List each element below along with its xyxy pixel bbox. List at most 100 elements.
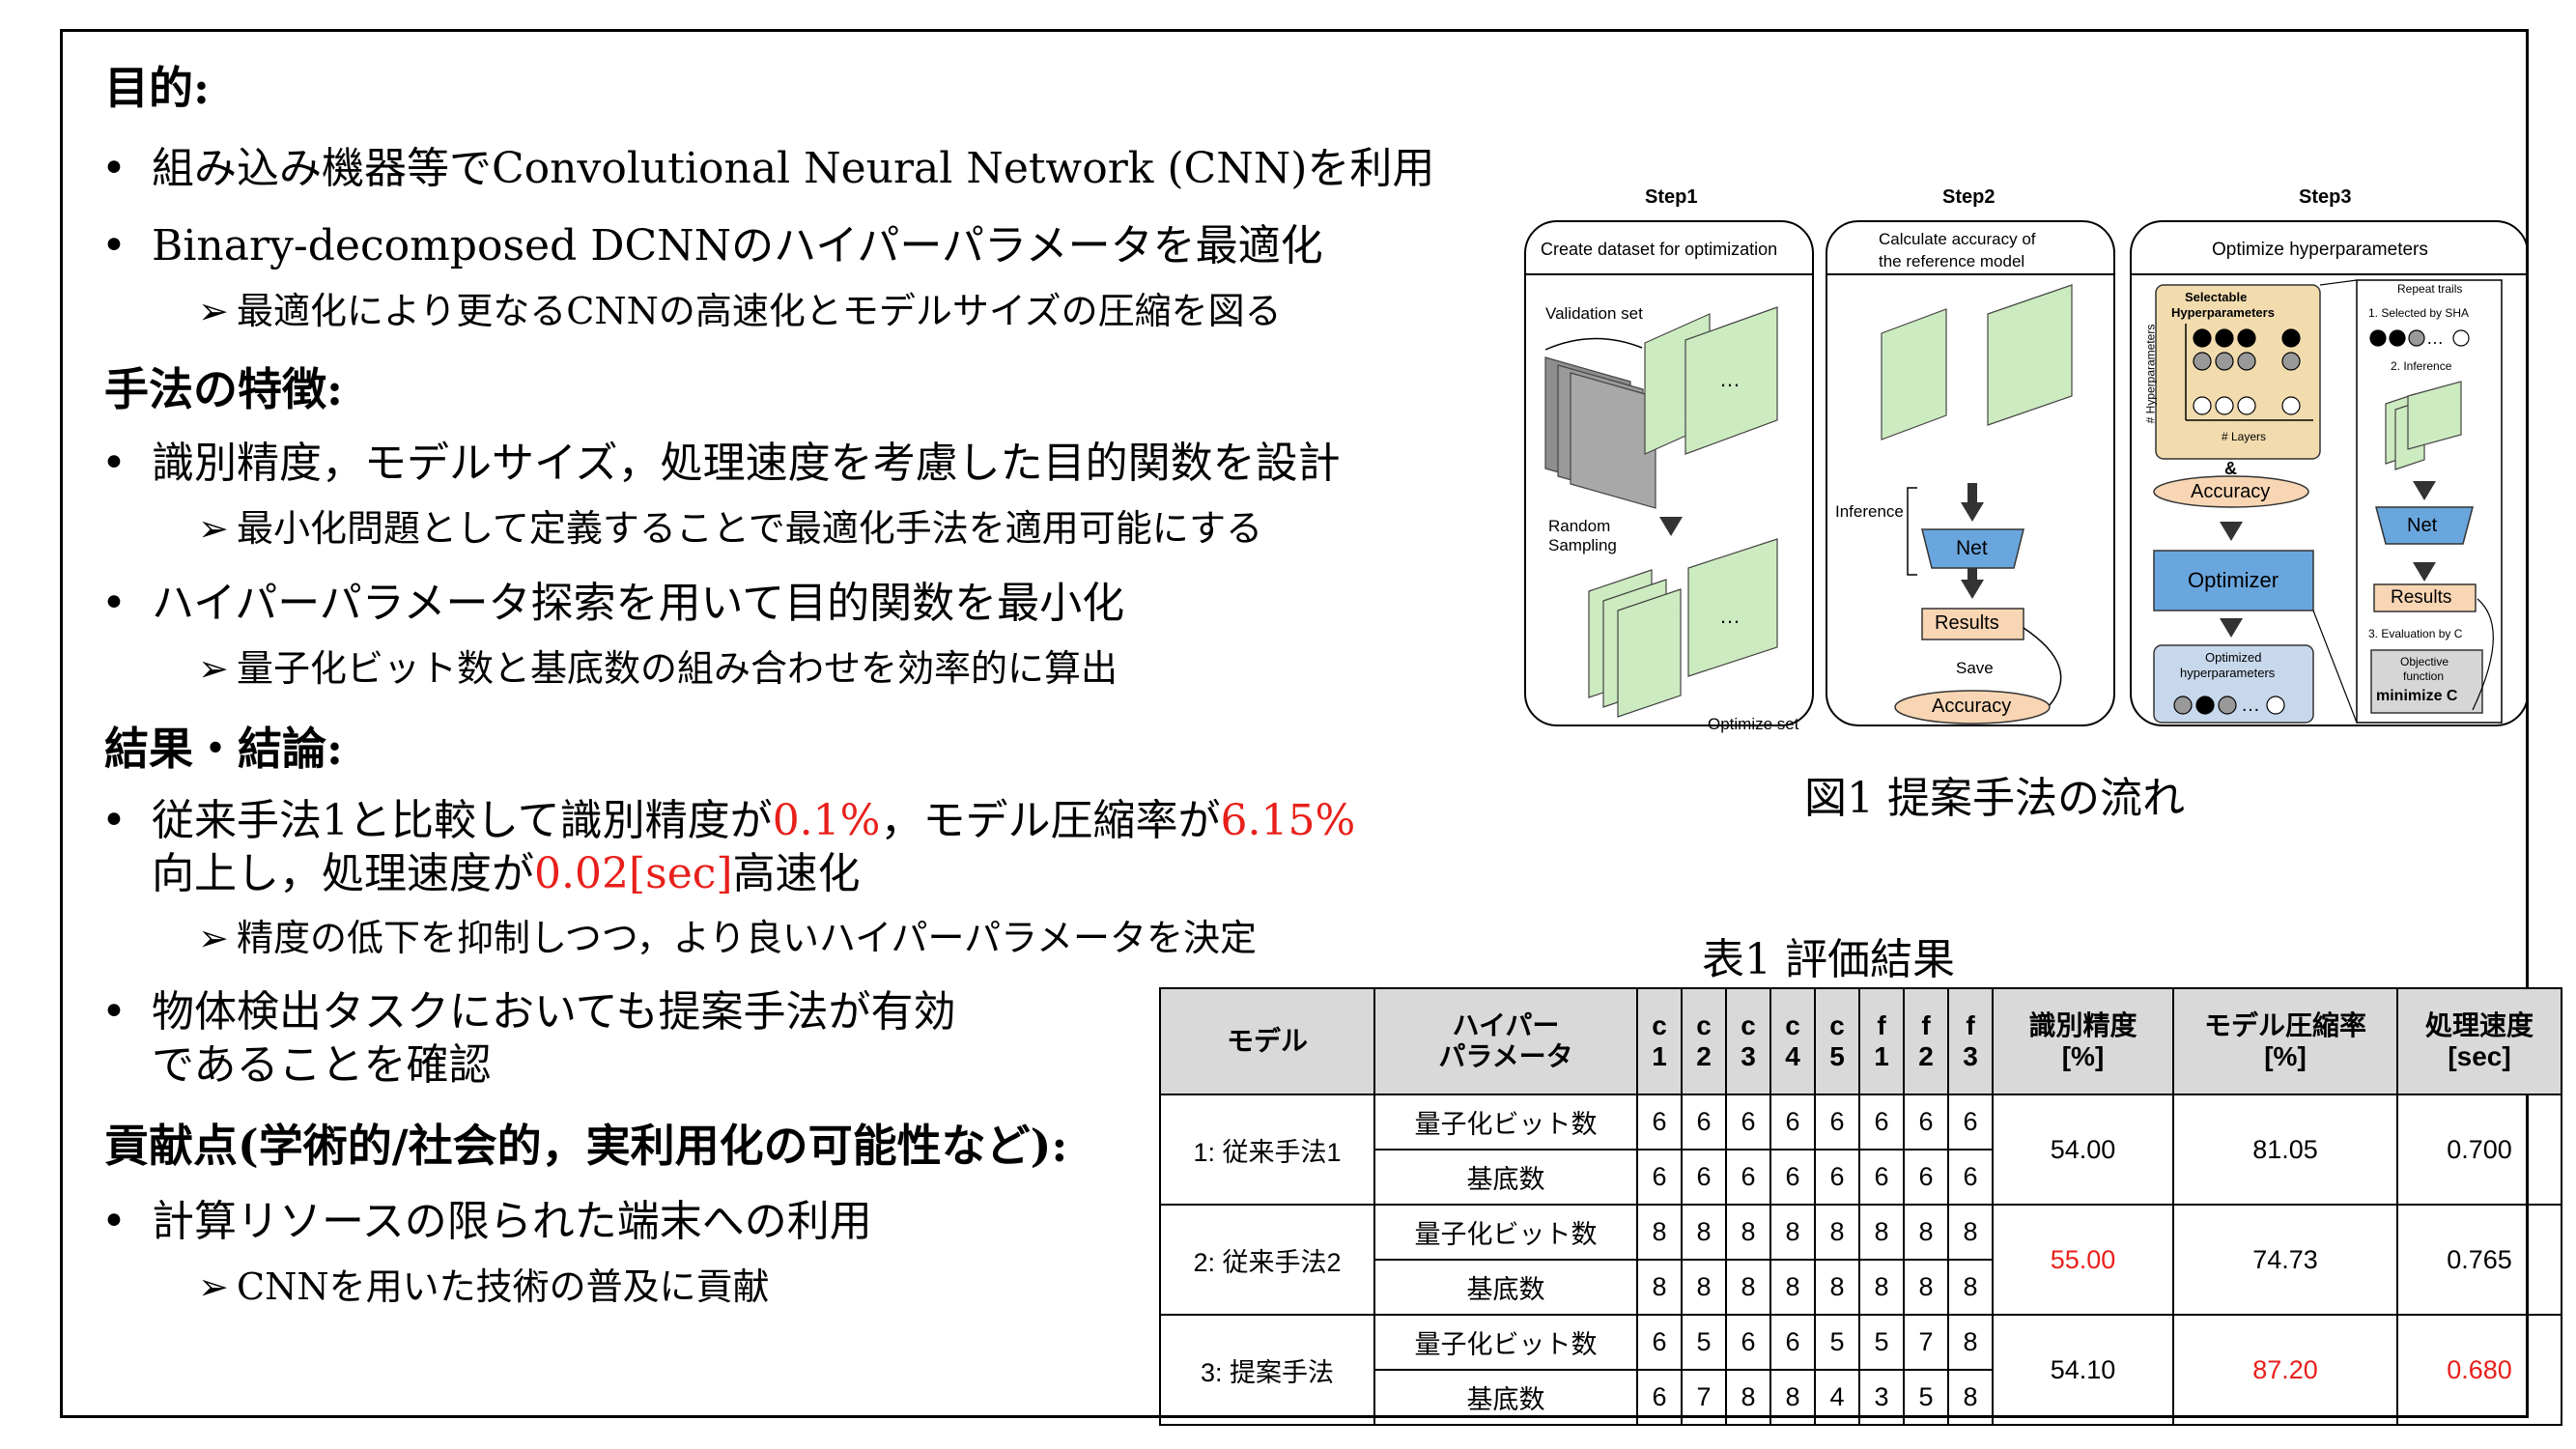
digit-cell: 8: [1814, 1259, 1860, 1316]
digit-cell: 6: [1636, 1094, 1683, 1151]
digit-cell: 6: [1769, 1314, 1816, 1371]
sub-method-2: ➢量子化ビット数と基底数の組み合わせを効率的に算出: [198, 650, 1118, 687]
step2-results: Results: [1935, 612, 1999, 634]
svg-text:…: …: [2241, 695, 2260, 716]
layers-axis-label: # Layers: [2222, 430, 2267, 443]
digit-cell: 8: [1769, 1259, 1816, 1316]
digit-cell: 8: [1681, 1204, 1727, 1261]
optimized-label-1: Optimized: [2205, 650, 2262, 665]
bullet-result-1-cont: 向上し，処理速度が0.02[sec]高速化: [152, 849, 861, 899]
green-sheets: [1588, 284, 2462, 718]
inference-step-label: 2. Inference: [2391, 359, 2452, 373]
bullet-result-2: • 物体検出タスクにおいても提案手法が有効: [101, 987, 956, 1037]
svg-text:…: …: [1719, 367, 1741, 391]
bullet-method-1: •識別精度，モデルサイズ，処理速度を考慮した目的関数を設計: [101, 439, 1341, 489]
objective-label-1: Objective: [2400, 655, 2449, 668]
validation-stack: [1544, 356, 1656, 509]
digit-cell: 8: [1725, 1259, 1771, 1316]
digit-cell: 6: [1903, 1149, 1949, 1206]
arrow-marker: ➢: [198, 647, 229, 690]
step2-divider: [1826, 273, 2115, 275]
digit-cell: 5: [1903, 1369, 1949, 1426]
digit-cell: 6: [1681, 1094, 1727, 1151]
compression-cell: 74.73: [2172, 1204, 2398, 1316]
digit-cell: 6: [1725, 1314, 1771, 1371]
result-text: ，モデル圧縮率が: [880, 796, 1221, 845]
figure-caption: 図1 提案手法の流れ: [1804, 774, 2185, 823]
header-accuracy: 識別精度[%]: [1992, 987, 2174, 1095]
step2-net: Net: [1956, 537, 1988, 559]
step1-divider: [1524, 273, 1814, 275]
speed-cell: 0.700: [2396, 1094, 2562, 1206]
ampersand: &: [2224, 459, 2237, 478]
step3-net: Net: [2407, 515, 2438, 536]
digit-cell: 6: [1814, 1094, 1860, 1151]
bullet-result-2-cont: であることを確認: [152, 1040, 492, 1090]
digit-cell: 6: [1903, 1094, 1949, 1151]
digit-cell: 8: [1725, 1204, 1771, 1261]
digit-cell: 3: [1858, 1369, 1905, 1426]
accuracy-gain: 0.1%: [772, 796, 881, 845]
model-cell: 1: 従来手法1: [1159, 1094, 1375, 1206]
bullet-marker: •: [101, 1197, 127, 1246]
svg-text:…: …: [1719, 604, 1741, 628]
bullet-result-1: •従来手法1と比較して識別精度が0.1%，モデル圧縮率が6.15%: [101, 796, 1356, 846]
header-hyper-line2: パラメータ: [1438, 1041, 1573, 1071]
bullet-text: 組み込み機器等でConvolutional Neural Network (CN…: [152, 144, 1435, 193]
speed-cell: 0.765: [2396, 1204, 2562, 1316]
step3-pane: [2130, 220, 2529, 726]
sha-label: 1. Selected by SHA: [2368, 306, 2470, 320]
step1-title: Step1: [1645, 186, 1698, 208]
optimize-set-label: Optimize set: [1708, 715, 1799, 733]
bullet-text: 物体検出タスクにおいても提案手法が有効: [152, 987, 956, 1037]
compression-gain: 6.15%: [1220, 796, 1356, 845]
random-label: Random: [1548, 517, 1611, 535]
step3-divider: [2130, 273, 2529, 275]
table-caption: 表1 評価結果: [1702, 935, 1955, 984]
digit-cell: 6: [1814, 1149, 1860, 1206]
param-label-cell: 基底数: [1373, 1149, 1638, 1206]
speed-gain: 0.02[sec]: [534, 849, 733, 898]
step2-header-1: Calculate accuracy of: [1879, 230, 2036, 248]
optimized-label-2: hyperparameters: [2180, 666, 2276, 680]
sub-text: CNNを用いた技術の普及に貢献: [237, 1265, 770, 1308]
param-label-cell: 量子化ビット数: [1373, 1094, 1638, 1151]
digit-cell: 8: [1858, 1259, 1905, 1316]
param-label-cell: 基底数: [1373, 1369, 1638, 1426]
digit-cell: 6: [1636, 1369, 1683, 1426]
speed-cell: 0.680: [2396, 1314, 2562, 1426]
sub-contribution-1: ➢CNNを用いた技術の普及に貢献: [198, 1268, 770, 1305]
bullet-purpose-1: •組み込み機器等でConvolutional Neural Network (C…: [101, 144, 1435, 194]
heading-result: 結果・結論:: [104, 723, 343, 775]
header-model: モデル: [1159, 987, 1375, 1095]
digit-cell: 4: [1814, 1369, 1860, 1426]
digit-cell: 8: [1947, 1204, 1994, 1261]
arrow-marker: ➢: [198, 290, 229, 332]
digit-cell: 6: [1858, 1094, 1905, 1151]
digit-cell: 8: [1814, 1204, 1860, 1261]
digit-cell: 8: [1769, 1369, 1816, 1426]
digit-cell: 8: [1947, 1259, 1994, 1316]
bullet-marker: •: [101, 221, 127, 270]
net-shape: [1921, 528, 2024, 569]
digit-cell: 8: [1858, 1204, 1905, 1261]
bullet-marker: •: [101, 987, 127, 1037]
bullet-text: ハイパーパラメータ探索を用いて目的関数を最小化: [152, 579, 1125, 628]
param-label-cell: 量子化ビット数: [1373, 1314, 1638, 1371]
compression-cell: 87.20: [2172, 1314, 2398, 1426]
flow-arrows: [1659, 481, 2436, 638]
arrow-marker: ➢: [198, 1265, 229, 1308]
compression-cell: 81.05: [2172, 1094, 2398, 1206]
sub-purpose-2: ➢最適化により更なるCNNの高速化とモデルサイズの圧縮を図る: [198, 293, 1282, 329]
digit-cell: 7: [1903, 1314, 1949, 1371]
sub-text: 最小化問題として定義することで最適化手法を適用可能にする: [237, 507, 1263, 550]
selectable-label-1: Selectable: [2185, 290, 2248, 304]
digit-cell: 8: [1636, 1204, 1683, 1261]
